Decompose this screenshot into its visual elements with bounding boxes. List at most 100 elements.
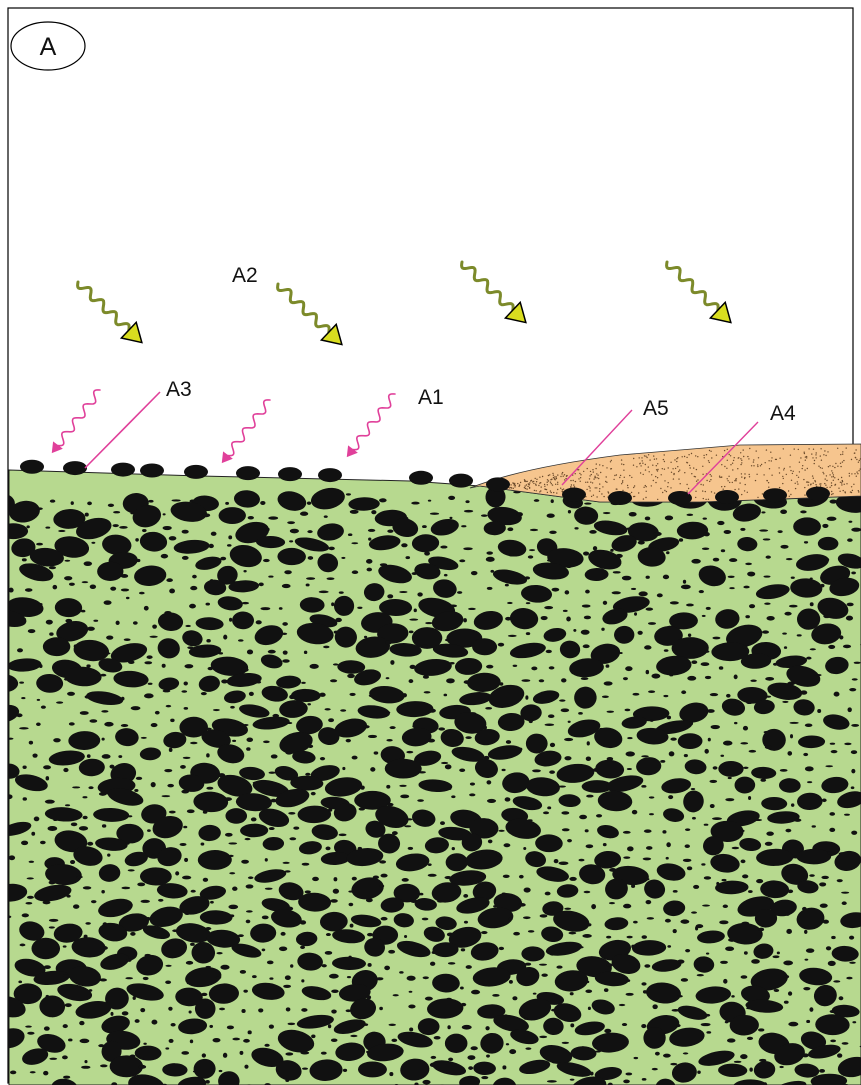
clast-small	[428, 874, 437, 877]
clast-small	[113, 524, 119, 527]
label-a1: A1	[418, 386, 444, 409]
clast-small	[651, 673, 660, 678]
clast-small	[279, 947, 287, 952]
clast-small	[10, 1071, 16, 1075]
sand-grain	[813, 483, 814, 484]
sand-grain	[596, 473, 597, 474]
clast-small	[49, 632, 53, 635]
clast-small	[434, 1036, 441, 1040]
sand-grain	[555, 484, 556, 485]
clast-small	[689, 721, 693, 725]
clast-small	[166, 705, 171, 708]
clast-small	[219, 1070, 223, 1072]
sand-grain	[840, 466, 841, 467]
sand-grain	[710, 474, 711, 475]
sand-grain	[642, 460, 643, 461]
clast-small	[604, 1029, 611, 1033]
clast-small	[99, 792, 107, 796]
clast-small	[646, 900, 652, 904]
clast-small	[778, 530, 783, 533]
clast-small	[142, 529, 147, 532]
clast-small	[399, 591, 407, 593]
clast-small	[39, 603, 43, 605]
clast-small	[460, 986, 464, 989]
sand-grain	[524, 487, 525, 488]
clast-small	[347, 976, 351, 978]
clast-small	[720, 755, 724, 757]
sand-grain	[668, 467, 669, 468]
sand-grain	[838, 479, 839, 480]
sand-grain	[664, 454, 665, 455]
clast-small	[589, 530, 596, 534]
clast-small	[64, 576, 72, 580]
clast-small	[758, 1028, 764, 1031]
sand-grain	[821, 460, 822, 461]
clast-small	[229, 872, 235, 874]
clast-small	[65, 804, 70, 806]
sand-grain	[857, 473, 858, 474]
sand-grain	[697, 479, 698, 480]
clast-small	[27, 1032, 34, 1035]
pavement-clast	[236, 466, 260, 480]
clast-small	[121, 574, 129, 578]
clast-small	[463, 894, 468, 898]
clast-small	[641, 1024, 646, 1028]
sand-grain	[814, 460, 815, 461]
clast-small	[627, 802, 631, 805]
sand-grain	[631, 477, 632, 478]
clast-small	[748, 890, 753, 893]
clast-small	[601, 628, 604, 631]
sand-grain	[729, 482, 730, 483]
clast-small	[648, 622, 656, 625]
sand-grain	[823, 454, 824, 455]
sand-grain	[703, 498, 704, 499]
clast-small	[634, 612, 637, 615]
clast-small	[607, 711, 614, 713]
clast-small	[72, 786, 80, 788]
clast-small	[529, 549, 535, 551]
clast-small	[331, 1039, 338, 1042]
sand-grain	[656, 458, 657, 459]
clast-small	[225, 833, 233, 837]
clast-small	[827, 517, 837, 521]
clast-small	[390, 726, 396, 729]
clast-small	[685, 949, 690, 952]
clast-small	[346, 739, 351, 742]
clast-small	[732, 847, 739, 849]
clast-small	[305, 773, 310, 776]
sand-grain	[714, 492, 715, 493]
sand-grain	[779, 458, 780, 459]
clast-small	[100, 674, 106, 677]
clast-small	[847, 707, 851, 712]
sand-grain	[596, 496, 597, 497]
clast-small	[567, 839, 572, 842]
clast-small	[17, 648, 23, 652]
clast-small	[843, 645, 851, 649]
sand-grain	[586, 489, 587, 490]
clast-small	[25, 902, 32, 904]
sand-grain	[686, 462, 687, 463]
sand-grain	[790, 455, 791, 456]
sand-grain	[571, 484, 572, 485]
sand-grain	[682, 456, 683, 457]
clast-small	[322, 964, 327, 967]
clast-small	[201, 842, 205, 845]
clast-small	[663, 1054, 671, 1058]
clast-small	[227, 1025, 234, 1029]
clast-small	[486, 551, 493, 554]
sand-grain	[771, 460, 772, 461]
clast-small	[710, 693, 718, 696]
clast-small	[706, 607, 711, 610]
clast-small	[342, 767, 345, 770]
sand-grain	[645, 469, 646, 470]
clast-small	[625, 709, 631, 712]
clast-small	[483, 726, 487, 730]
sand-grain	[786, 474, 787, 475]
sand-grain	[668, 482, 669, 483]
clast-small	[581, 630, 590, 635]
clast-small	[335, 618, 342, 622]
sand-grain	[548, 475, 549, 476]
clast-small	[189, 1011, 192, 1014]
sand-grain	[711, 491, 712, 492]
sand-grain	[667, 486, 668, 487]
